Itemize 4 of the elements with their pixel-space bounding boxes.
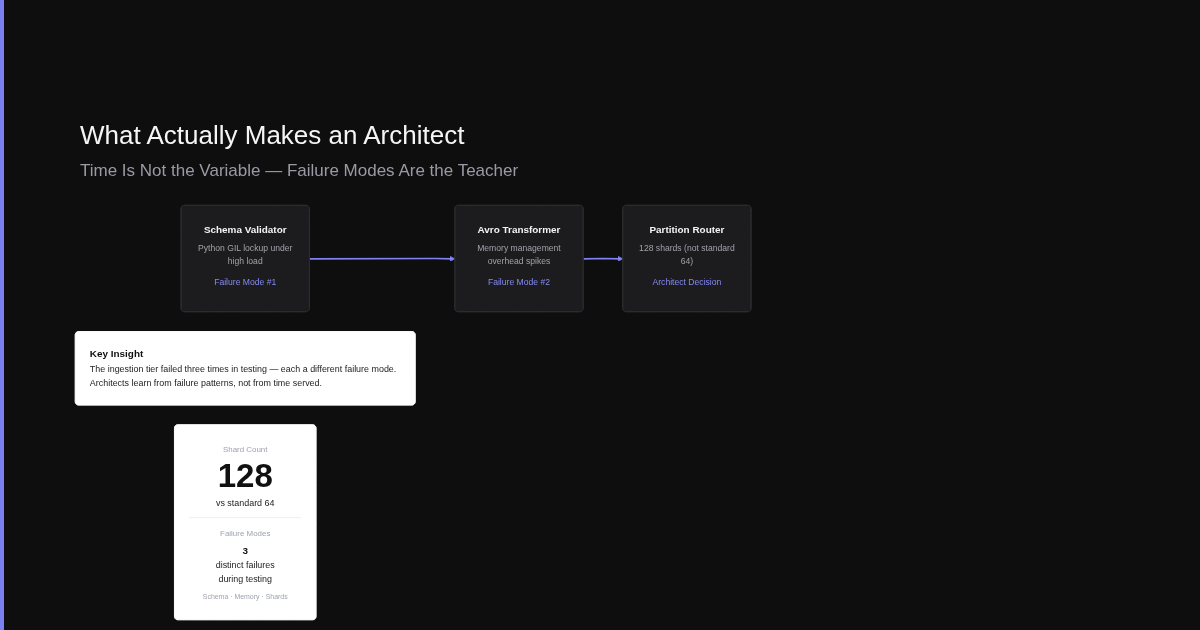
title: What Actually Makes an Architect: [80, 119, 465, 152]
subtitle: Time Is Not the Variable — Failure Modes Are the Teacher: [80, 160, 519, 182]
arrow: [582, 255, 624, 262]
arrow: [308, 255, 456, 262]
